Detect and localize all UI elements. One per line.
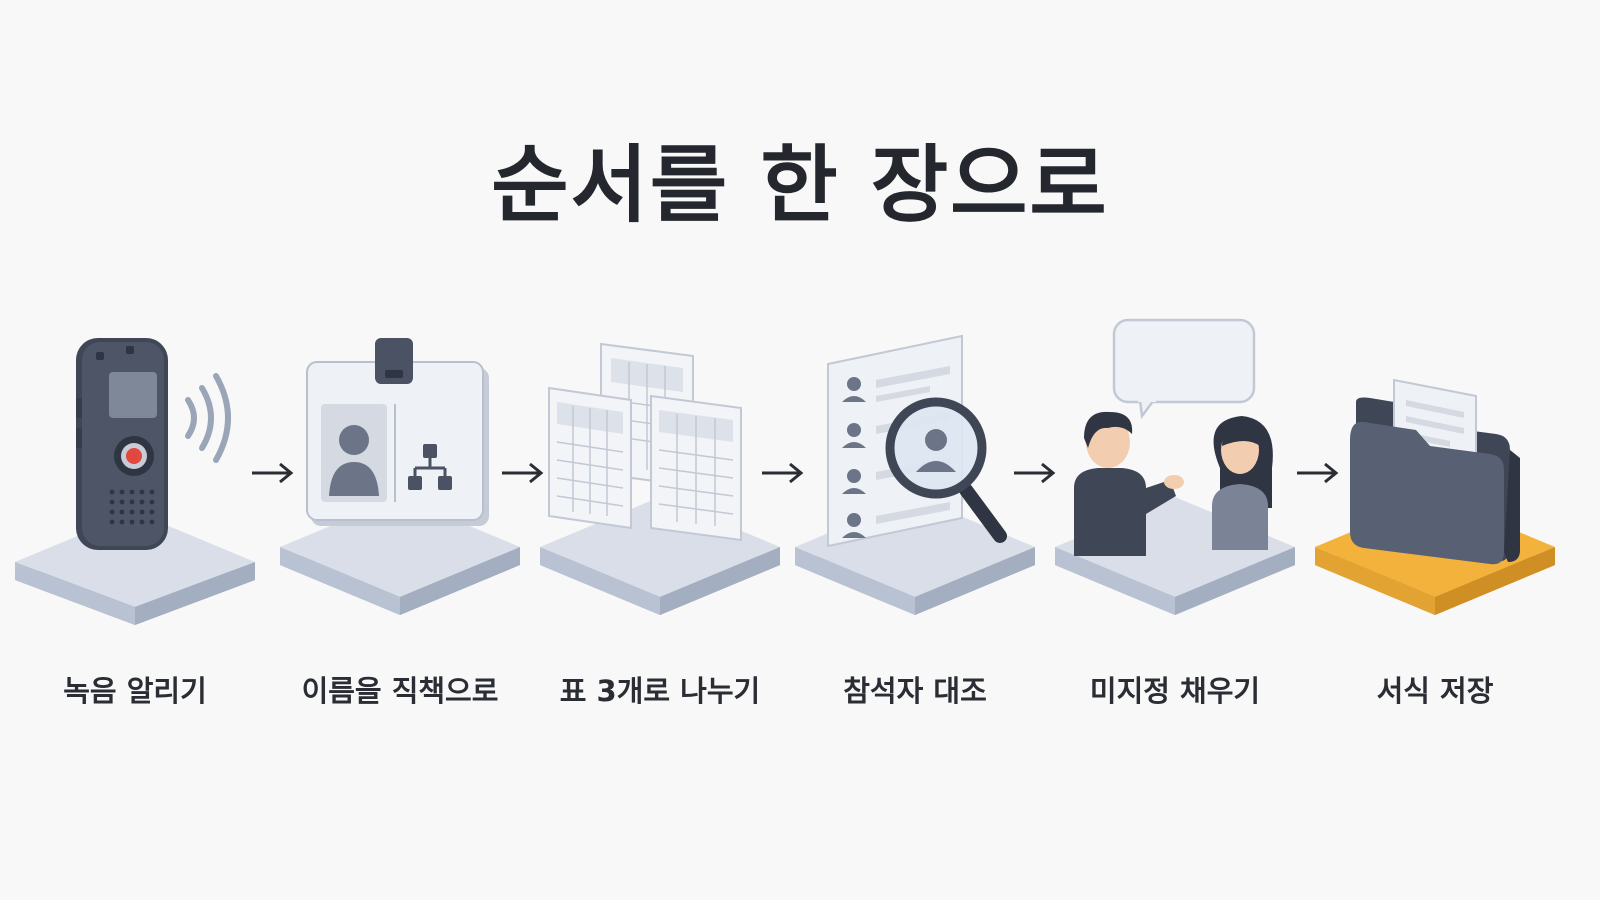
page-title: 순서를 한 장으로 — [491, 136, 1109, 234]
id-badge-icon — [280, 338, 520, 615]
magnifier-list-icon — [795, 334, 1035, 615]
arrow-right-icon — [1297, 462, 1339, 484]
arrow-right-icon — [502, 462, 544, 484]
voice-recorder-icon — [15, 338, 255, 625]
step-label: 미지정 채우기 — [1089, 674, 1261, 708]
three-tables-icon — [540, 342, 780, 615]
arrow-right-icon — [762, 462, 804, 484]
step-6: 서식 저장 — [1310, 300, 1560, 720]
step-2: 이름을 직책으로 — [275, 300, 525, 720]
arrow-right-icon — [1014, 462, 1056, 484]
step-4: 참석자 대조 — [790, 300, 1040, 720]
step-1: 녹음 알리기 — [10, 300, 260, 720]
conversation-icon — [1055, 318, 1295, 615]
step-3: 표 3개로 나누기 — [535, 300, 785, 720]
step-5: 미지정 채우기 — [1050, 300, 1300, 720]
folder-icon — [1315, 378, 1555, 615]
step-label: 서식 저장 — [1376, 674, 1494, 708]
step-label: 이름을 직책으로 — [301, 674, 499, 708]
step-label: 참석자 대조 — [843, 674, 987, 708]
step-label: 표 3개로 나누기 — [559, 674, 761, 708]
step-label: 녹음 알리기 — [63, 674, 207, 708]
arrow-right-icon — [252, 462, 294, 484]
speech-bubble-icon — [1112, 318, 1256, 420]
